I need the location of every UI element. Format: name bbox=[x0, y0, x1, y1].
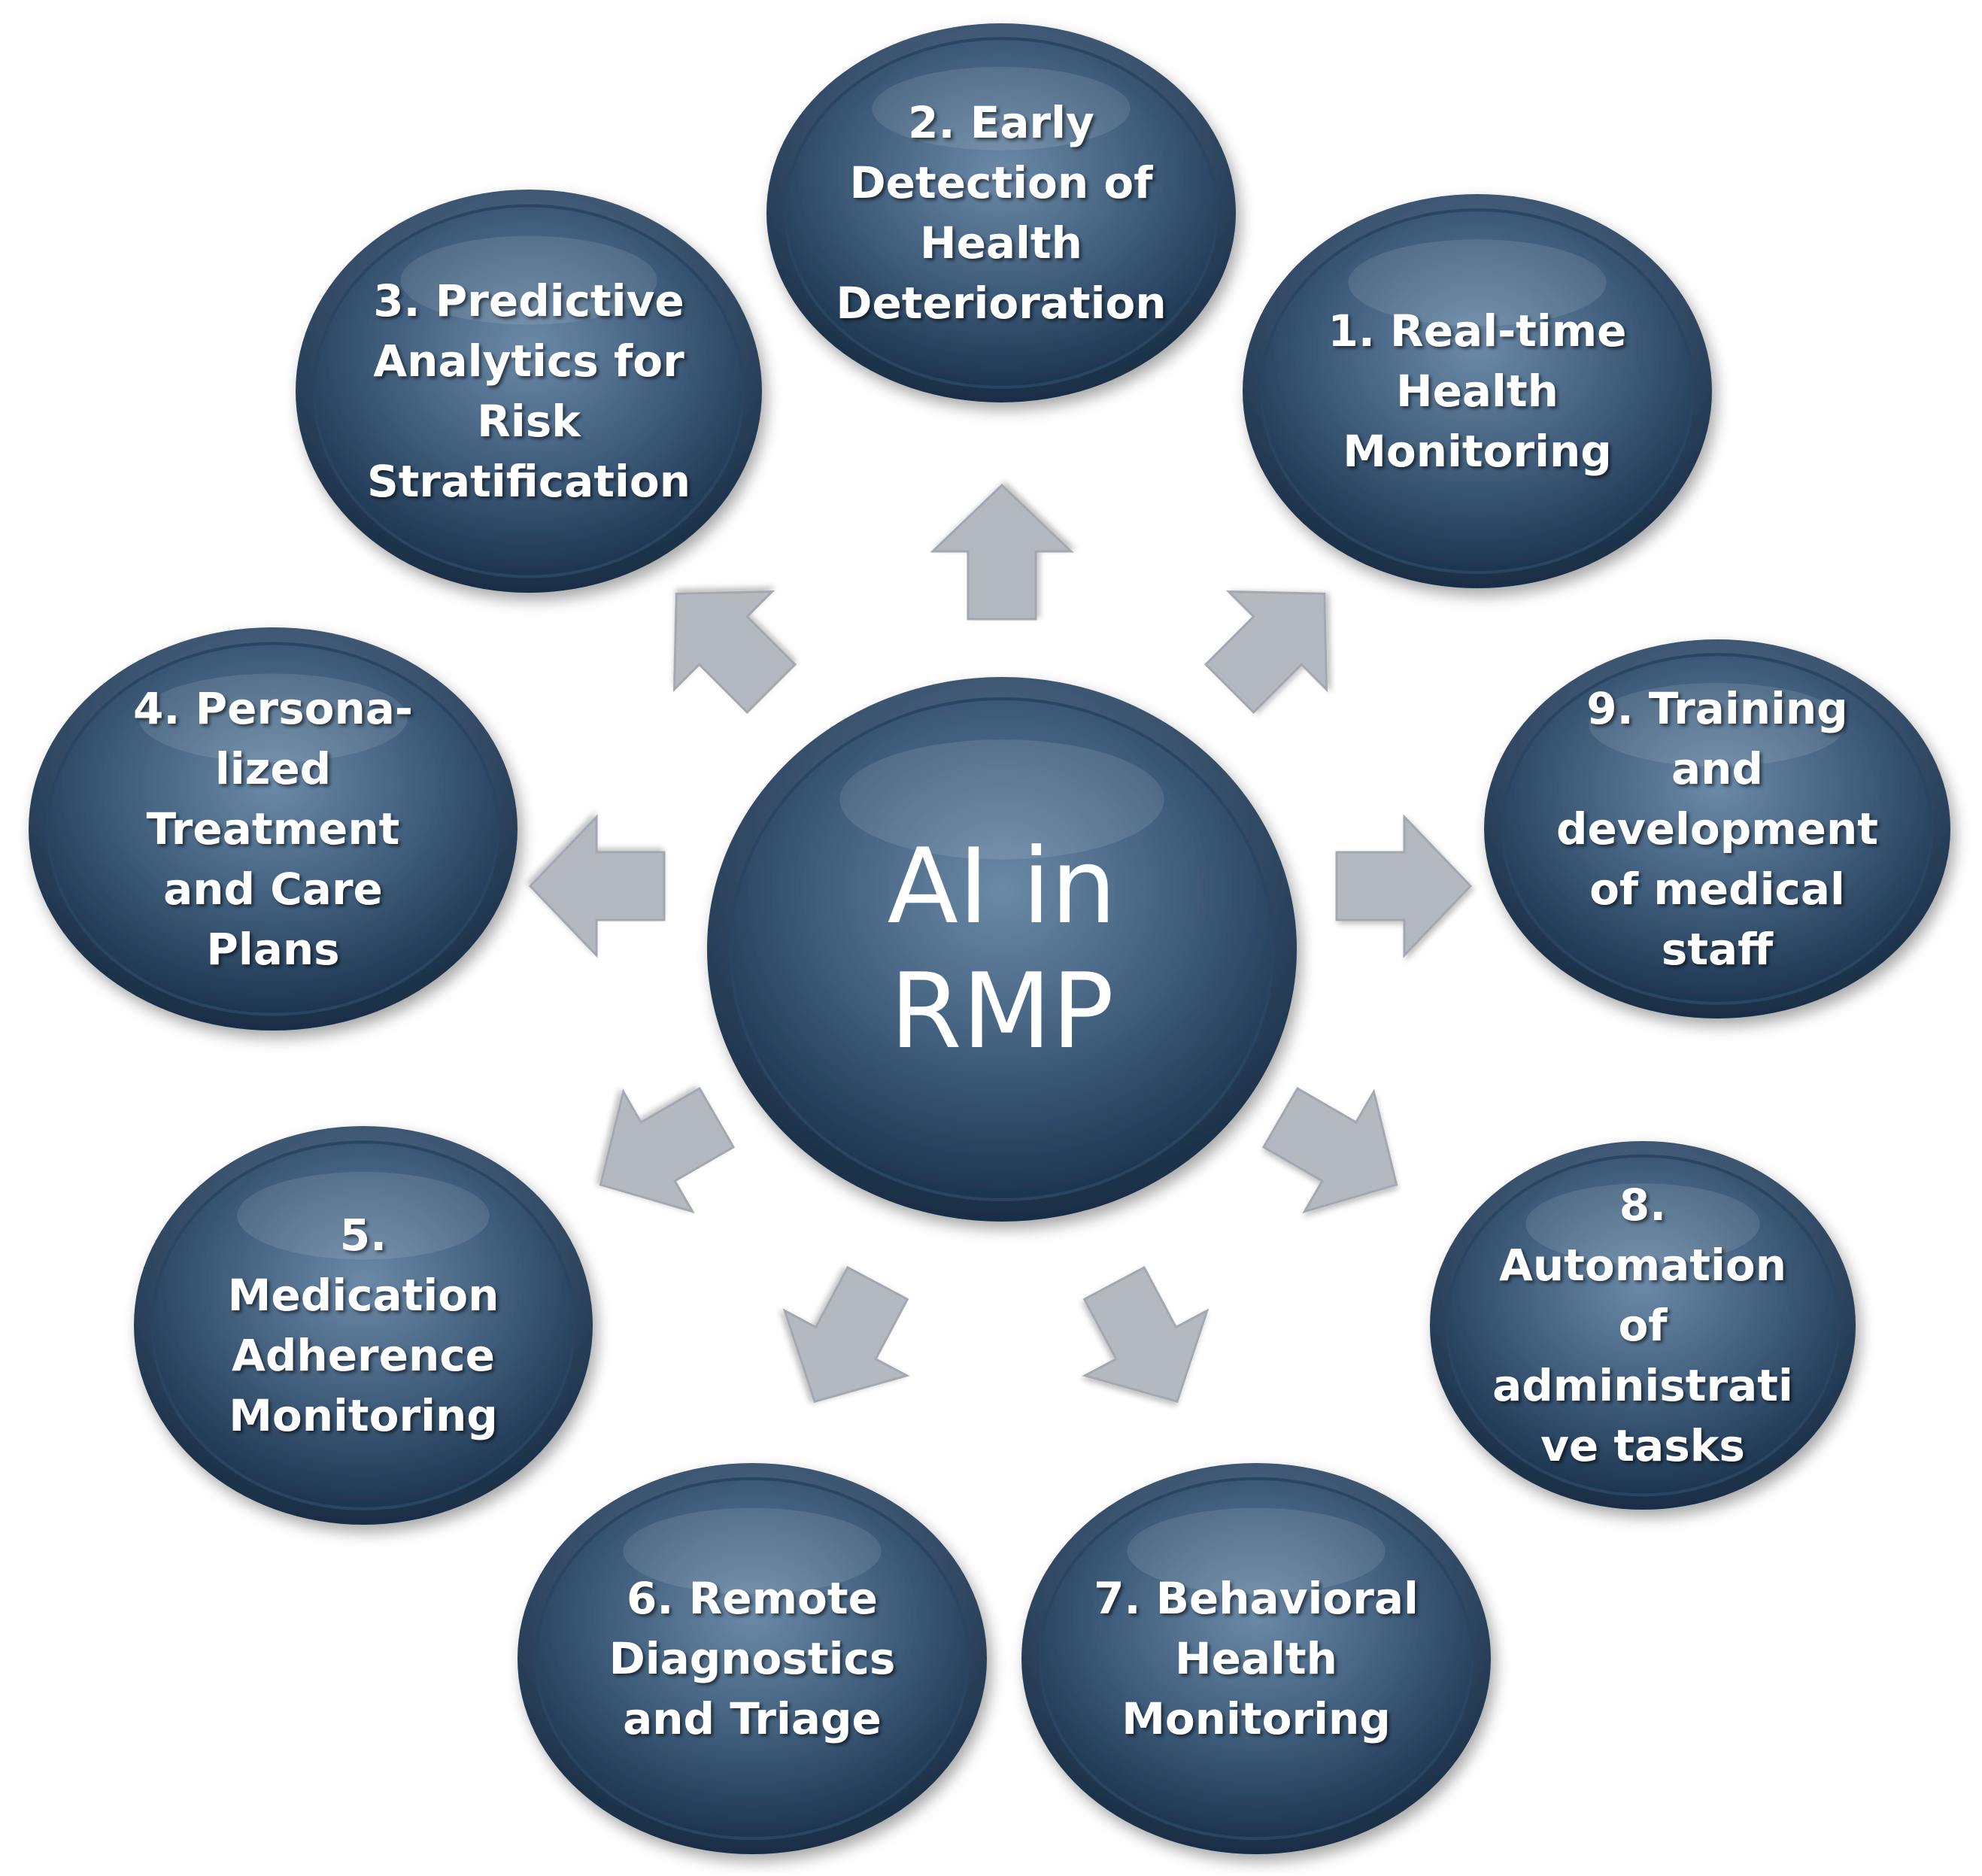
arrows-layer bbox=[528, 483, 1473, 1404]
node-7-bubble bbox=[1021, 1463, 1491, 1854]
center-bubble bbox=[707, 677, 1297, 1222]
nodes-layer bbox=[29, 23, 1950, 1854]
arrow-to-node-2 bbox=[930, 483, 1074, 621]
arrow-to-node-4 bbox=[528, 814, 666, 958]
arrow-to-node-5 bbox=[599, 1086, 736, 1214]
node-8-bubble bbox=[1430, 1141, 1856, 1510]
node-5-bubble bbox=[134, 1126, 593, 1525]
node-1-bubble bbox=[1243, 194, 1712, 588]
arrow-to-node-3 bbox=[672, 590, 797, 715]
node-3-bubble-highlight bbox=[400, 235, 657, 325]
center-bubble-highlight bbox=[839, 739, 1164, 860]
arrow-to-node-9 bbox=[1335, 814, 1473, 958]
node-2-bubble bbox=[766, 23, 1236, 402]
arrow-to-node-8 bbox=[1261, 1086, 1398, 1214]
node-9-bubble bbox=[1484, 639, 1950, 1018]
arrow-to-node-6 bbox=[782, 1265, 910, 1404]
node-3-bubble bbox=[296, 190, 762, 593]
node-4-bubble-highlight bbox=[138, 673, 408, 763]
node-5-bubble-highlight bbox=[237, 1171, 490, 1260]
node-8-bubble-highlight bbox=[1525, 1183, 1760, 1265]
arrow-to-node-7 bbox=[1082, 1265, 1210, 1404]
node-6-bubble bbox=[518, 1463, 987, 1854]
arrow-to-node-1 bbox=[1203, 590, 1328, 715]
node-9-bubble-highlight bbox=[1589, 682, 1846, 766]
node-4-bubble bbox=[29, 627, 518, 1031]
node-6-bubble-highlight bbox=[623, 1507, 882, 1595]
node-1-bubble-highlight bbox=[1348, 239, 1607, 326]
node-2-bubble-highlight bbox=[872, 66, 1131, 150]
node-7-bubble-highlight bbox=[1127, 1507, 1386, 1595]
